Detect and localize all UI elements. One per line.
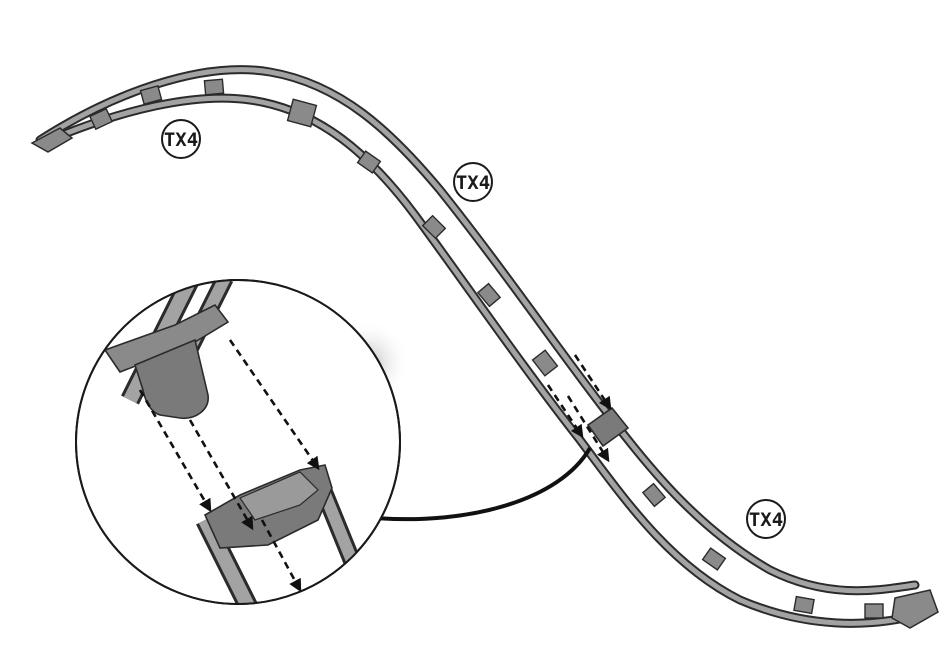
rail-clip: [703, 548, 726, 570]
svg-text:TX4: TX4: [456, 172, 490, 194]
right-end-cap: [892, 590, 938, 628]
zoom-leader-line: [375, 448, 590, 519]
label-tx4-1: TX4: [162, 120, 200, 158]
rail-clip: [865, 604, 883, 618]
rail-clip: [204, 79, 223, 95]
svg-text:TX4: TX4: [749, 509, 783, 531]
rail-clip: [643, 484, 665, 507]
rail-clip: [533, 350, 558, 376]
rail-clip: [288, 99, 317, 126]
joint-clip: [588, 408, 628, 446]
magnifier-circle: [76, 270, 400, 640]
rail-clip: [794, 597, 814, 614]
svg-text:TX4: TX4: [164, 129, 198, 151]
label-tx4-2: TX4: [454, 163, 492, 201]
label-tx4-3: TX4: [747, 500, 785, 538]
